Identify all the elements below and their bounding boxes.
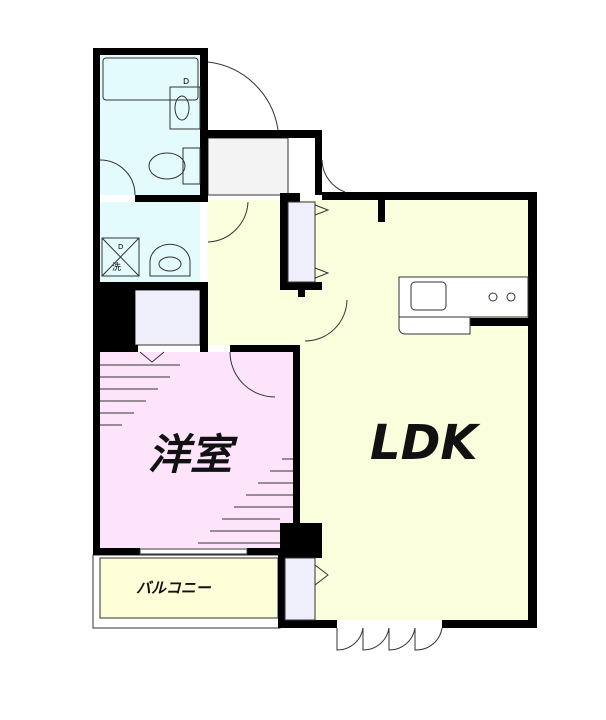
room-label-ldk: LDK — [370, 415, 481, 471]
bathroom-toilet-area — [100, 55, 200, 195]
wash-basin — [149, 243, 191, 277]
bath-mark: D — [183, 77, 189, 86]
closet-upper — [134, 289, 201, 346]
room-label-balcony: バルコニー — [136, 579, 212, 597]
ldk-floor — [300, 200, 528, 620]
washer-pan — [101, 237, 140, 277]
kitchen-counter — [398, 276, 529, 318]
shoe-closet — [287, 201, 316, 283]
ldk-closet — [284, 557, 316, 621]
room-label-western: 洋室 — [148, 430, 238, 479]
toilet-tank — [182, 147, 201, 185]
doors — [99, 61, 443, 651]
stove-burner — [506, 292, 516, 302]
western-room-hatch — [100, 364, 293, 544]
kitchen-sink — [410, 281, 447, 311]
stove-burner — [488, 292, 498, 302]
bath-basin — [174, 95, 190, 121]
washer-pan-label: 洗 — [112, 261, 121, 273]
western-room-floor — [100, 352, 293, 548]
corridor — [207, 137, 289, 196]
counter-end — [398, 316, 471, 335]
bathtub — [102, 57, 199, 101]
toilet-bowl — [148, 152, 186, 180]
bath-sink — [169, 86, 201, 130]
washer-pan-mark: D — [118, 243, 123, 251]
window — [139, 548, 248, 555]
